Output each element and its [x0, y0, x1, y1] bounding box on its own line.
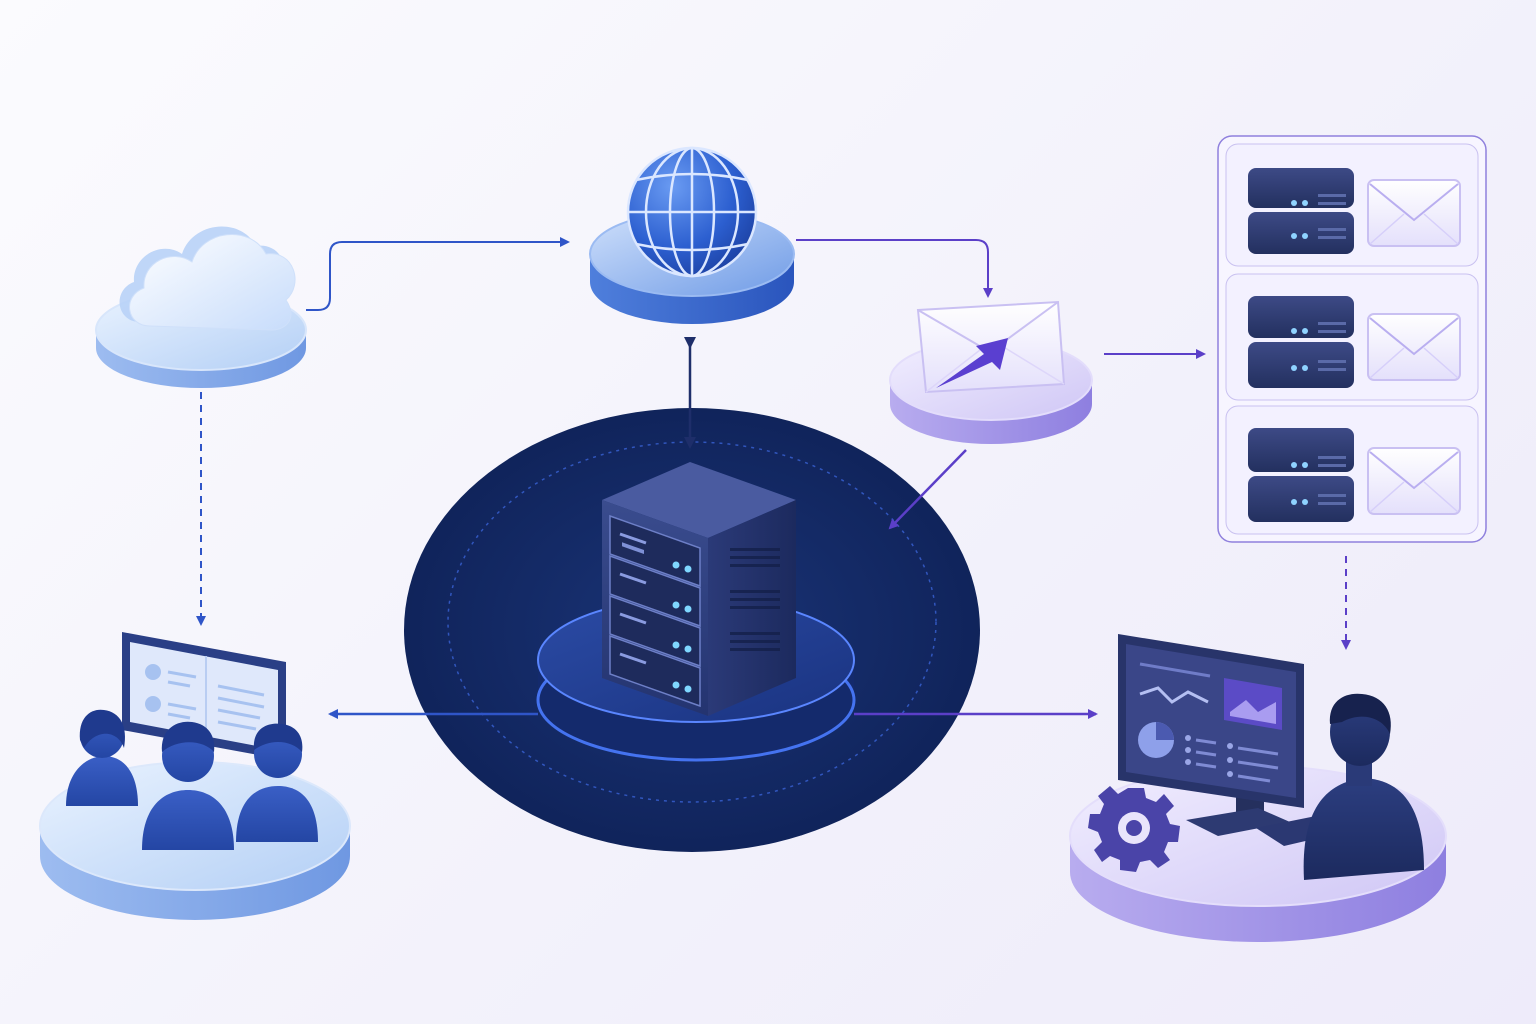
- mini-server-icon: [1248, 168, 1354, 254]
- envelope-icon: [1367, 447, 1461, 515]
- presentation-screen-icon: [122, 632, 286, 760]
- connector-email-gateway-to-central-server: [888, 449, 967, 530]
- connectors: [196, 237, 1351, 719]
- server-rack-icon: [602, 462, 796, 716]
- envelope-send-icon: [916, 300, 1066, 394]
- mini-server-icon: [1248, 428, 1354, 522]
- cloud-icon: [119, 226, 296, 331]
- mini-server-icon: [1248, 296, 1354, 388]
- admin-workstation-node[interactable]: [1069, 634, 1447, 942]
- cloud-node[interactable]: [95, 226, 307, 388]
- mail-server-unit[interactable]: [1225, 143, 1479, 267]
- central-server-node[interactable]: [404, 408, 980, 852]
- envelope-icon: [1367, 179, 1461, 247]
- line-chart-widget: [1139, 662, 1211, 704]
- envelope-icon: [1367, 313, 1461, 381]
- connector-internet-to-email-gateway: [796, 239, 993, 298]
- area-chart-widget: [1224, 678, 1282, 730]
- pie-chart-widget: [1138, 722, 1174, 758]
- mail-server-unit[interactable]: [1225, 405, 1479, 535]
- globe-icon: [626, 146, 758, 278]
- connector-cloud-to-internet: [306, 237, 570, 311]
- mail-servers-cluster[interactable]: [1217, 135, 1487, 543]
- orbit-ring: [447, 441, 937, 803]
- team-icon: [66, 709, 318, 850]
- email-gateway-node[interactable]: [889, 300, 1093, 444]
- internet-node[interactable]: [589, 146, 795, 324]
- user-group-node[interactable]: [39, 632, 351, 920]
- dashboard-monitor-icon: [1118, 634, 1304, 836]
- gear-icon: [1088, 786, 1180, 872]
- admin-person-icon: [1303, 693, 1424, 880]
- mail-server-unit[interactable]: [1225, 273, 1479, 401]
